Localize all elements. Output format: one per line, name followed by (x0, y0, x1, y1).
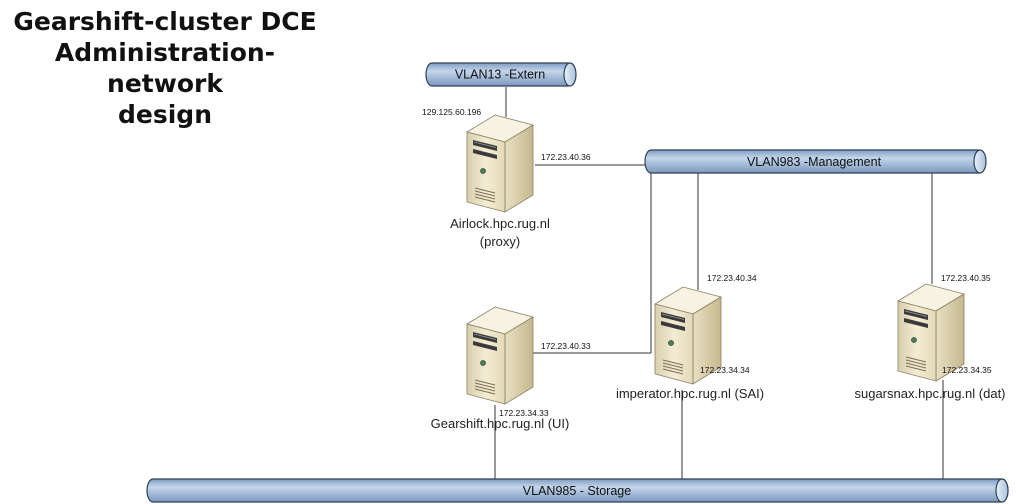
server-imperator: 172.23.40.34 172.23.34.34 imperator.hpc.… (616, 273, 764, 401)
vlan-management-bus: VLAN983 -Management (644, 149, 987, 174)
imperator-hostname: imperator.hpc.rug.nl (SAI) (616, 386, 764, 401)
server-gearshift: 172.23.40.33 172.23.34.33 Gearshift.hpc.… (431, 306, 591, 431)
imperator-ip-management: 172.23.40.34 (707, 273, 757, 283)
airlock-ip-extern: 129.125.60.196 (422, 107, 481, 117)
server-airlock: 129.125.60.196 172.23.40.36 Airlock.hpc.… (422, 107, 591, 249)
sugarsnax-hostname: sugarsnax.hpc.rug.nl (dat) (854, 386, 1005, 401)
title-line-1: Gearshift-cluster DCE (13, 7, 317, 36)
sugarsnax-ip-management: 172.23.40.35 (941, 273, 991, 283)
airlock-hostname: Airlock.hpc.rug.nl (450, 216, 550, 231)
connection-lines (494, 87, 944, 479)
server-tower-icon (466, 306, 534, 405)
title-line-2: Administration-network (54, 38, 276, 98)
gearshift-hostname: Gearshift.hpc.rug.nl (UI) (431, 416, 570, 431)
gearshift-ip-management: 172.23.40.33 (541, 341, 591, 351)
vlan-storage-label: VLAN985 - Storage (523, 484, 631, 498)
vlan-management-label: VLAN983 -Management (747, 155, 882, 169)
airlock-role: (proxy) (480, 234, 520, 249)
sugarsnax-ip-storage: 172.23.34.35 (942, 365, 992, 375)
diagram-title: Gearshift-cluster DCE Administration-net… (0, 6, 330, 130)
title-line-3: design (118, 100, 212, 129)
imperator-ip-storage: 172.23.34.34 (700, 365, 750, 375)
server-sugarsnax: 172.23.40.35 172.23.34.35 sugarsnax.hpc.… (854, 273, 1005, 401)
server-tower-icon (466, 114, 534, 213)
airlock-ip-management: 172.23.40.36 (541, 152, 591, 162)
vlan-storage-bus: VLAN985 - Storage (146, 478, 1009, 503)
vlan-extern-label: VLAN13 -Extern (455, 68, 545, 82)
vlan-extern-bus: VLAN13 -Extern (425, 62, 577, 87)
gearshift-ip-storage: 172.23.34.33 (499, 408, 549, 418)
